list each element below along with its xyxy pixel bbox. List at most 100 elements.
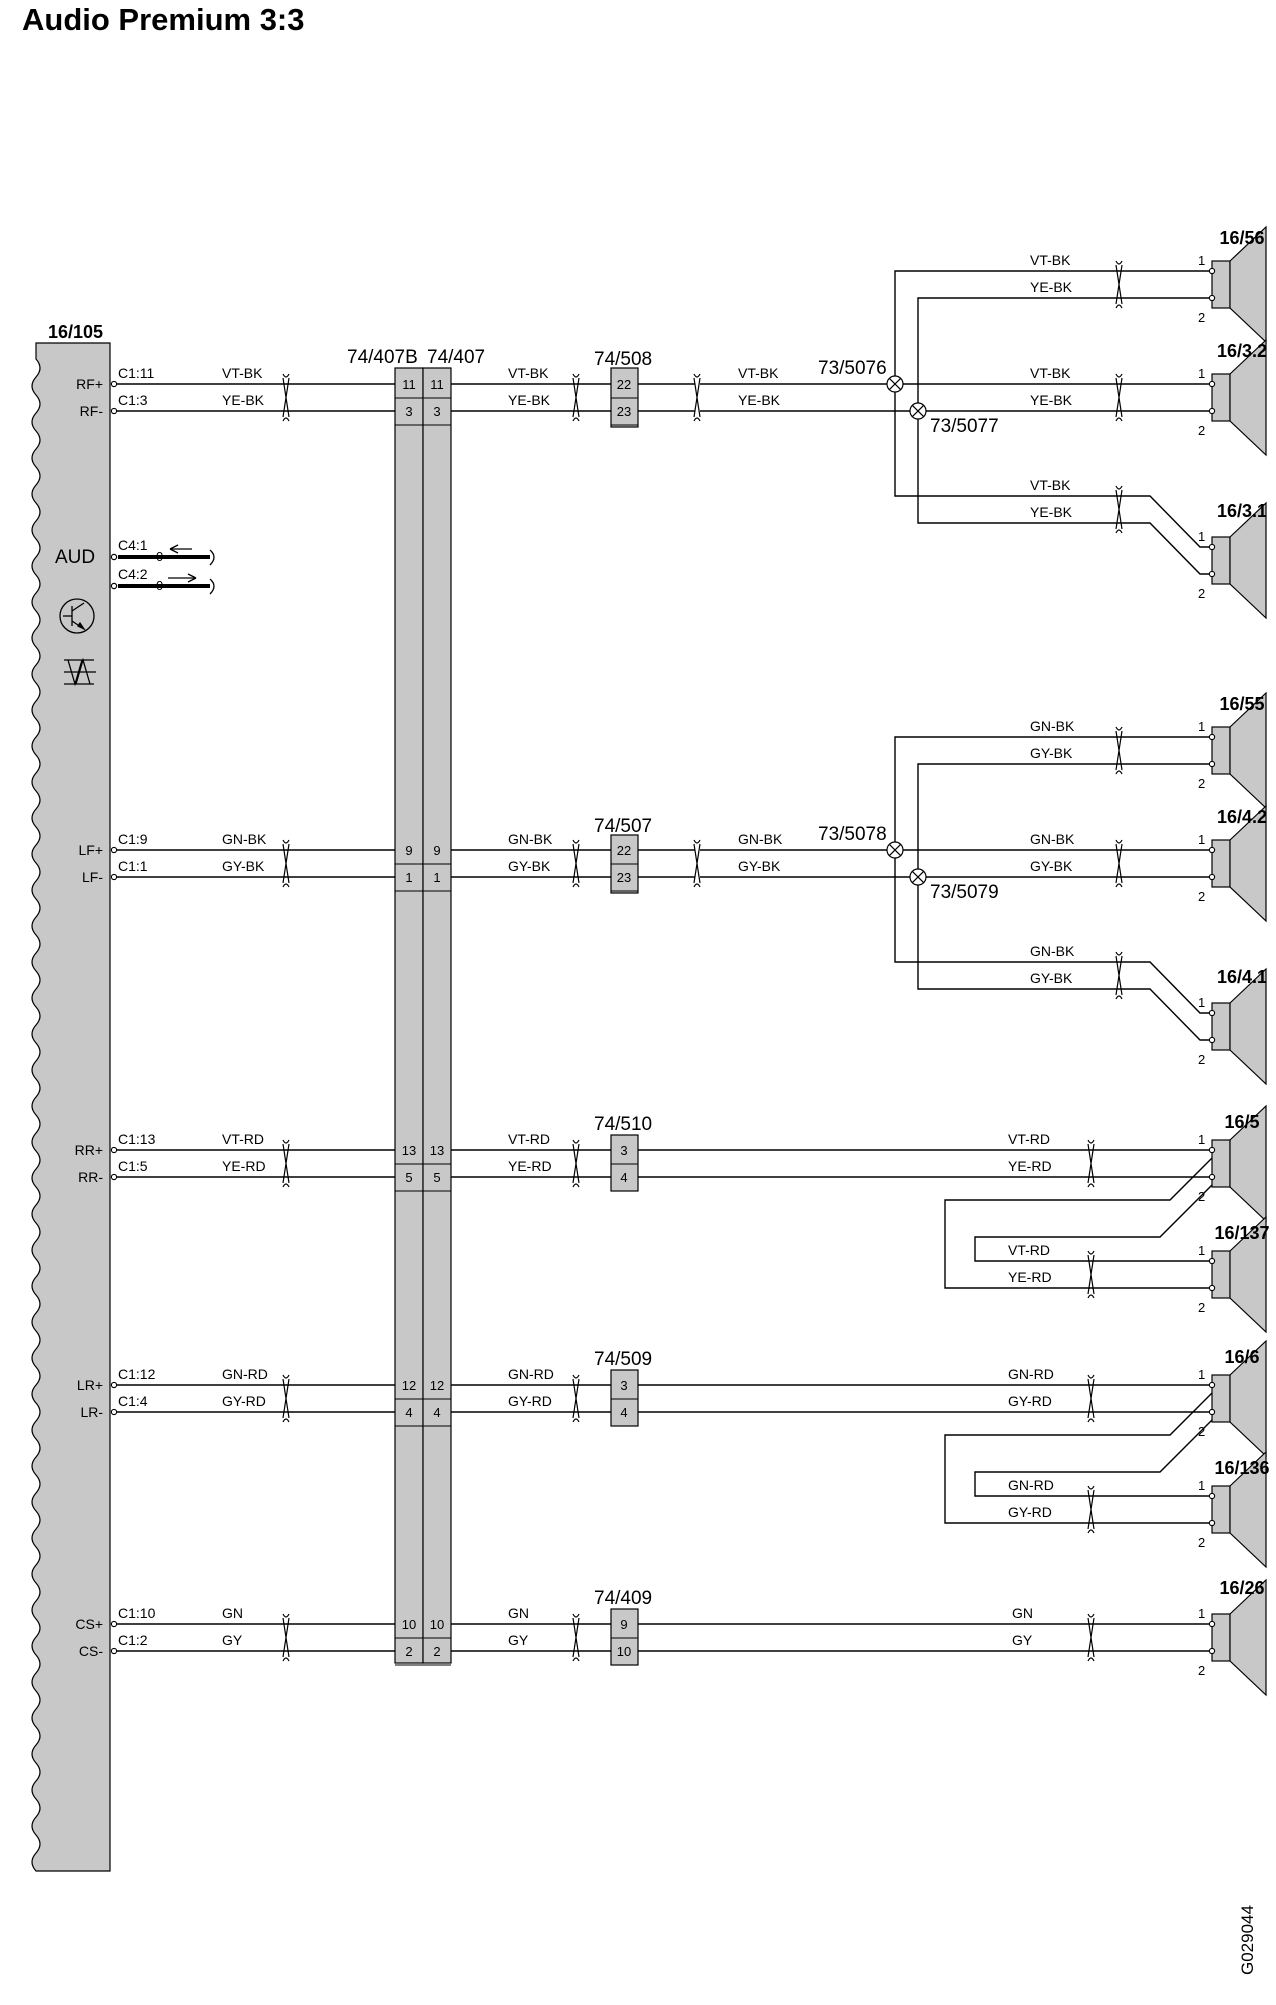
pin-terminal [1208,1036,1216,1044]
module-id-label: 16/105 [48,322,103,342]
pin-terminal [110,1620,118,1628]
c1-pin-label: C1:2 [118,1632,148,1648]
module-pin-label: CS+ [75,1616,103,1632]
pin-terminal [110,380,118,388]
wire [917,885,1212,1041]
pin-terminal [1208,407,1216,415]
c4-1-mark: 0 [156,549,163,564]
speaker-icon [1211,1374,1231,1423]
c1-pin-label: C1:5 [118,1158,148,1174]
module-pin-label: CS- [79,1643,103,1659]
speaker-icon [1229,338,1267,457]
wire-color-label: YE-RD [1008,1269,1052,1285]
c1-pin-label: C1:4 [118,1393,148,1409]
main-pin-label: 3 [405,404,412,419]
wire-color-label: GY [1012,1632,1033,1648]
twisted-pair-icon [572,1613,580,1662]
wire [894,270,1212,376]
wire-color-label: VT-BK [1030,477,1071,493]
speaker-icon [1211,1139,1231,1188]
main-pin-label: 3 [433,404,440,419]
wire-color-label: GN-RD [508,1366,554,1382]
speaker-pin-label: 2 [1198,310,1205,325]
speaker-icon [1211,1250,1231,1299]
speaker-icon [1211,726,1231,775]
connector-74-510 [610,1134,639,1192]
main-pin-label: 5 [405,1170,412,1185]
wire-color-label: GY [508,1632,529,1648]
speaker-pin-label: 1 [1198,1367,1205,1382]
twisted-pair-icon [1115,260,1123,309]
c4-2-label: C4:2 [118,566,148,582]
connector-pin-label: 4 [620,1405,627,1420]
speaker-icon [1211,1485,1231,1534]
pin-terminal [1208,1408,1216,1416]
wire-color-label: VT-RD [1008,1131,1050,1147]
wire-color-label: GN-BK [1030,831,1075,847]
c1-pin-label: C1:1 [118,858,148,874]
wire-color-label: VT-BK [1030,365,1071,381]
main-pin-label: 9 [433,843,440,858]
speaker-pin-label: 1 [1198,995,1205,1010]
speaker-icon [1211,260,1231,309]
speaker-id-label: 16/55 [1219,694,1264,714]
twisted-pair-icon [1115,951,1123,1000]
wire-color-label: GY-BK [508,858,551,874]
module-pin-label: RR- [78,1169,103,1185]
speaker-pin-label: 1 [1198,1132,1205,1147]
wire-color-label: VT-RD [1008,1242,1050,1258]
pin-terminal [110,846,118,854]
wire-color-label: GN-BK [738,831,783,847]
pin-terminal [1208,1519,1216,1527]
wire-color-label: VT-RD [508,1131,550,1147]
main-connector-74-407b [394,367,424,1664]
wire-color-label: GY-BK [1030,970,1073,986]
wire-color-label: GY-RD [1008,1393,1052,1409]
wire-color-label: GY-BK [222,858,265,874]
speaker-icon [1229,1215,1267,1334]
main-pin-label: 11 [402,377,416,392]
main-pin-label: 2 [405,1644,412,1659]
pin-terminal [1208,1257,1216,1265]
speaker-icon [1211,1002,1231,1051]
wire-color-label: GY-BK [1030,858,1073,874]
splice-icon [911,870,925,884]
twisted-pair-icon [1087,1374,1095,1423]
speaker-pin-label: 2 [1198,1189,1205,1204]
speaker-pin-label: 2 [1198,586,1205,601]
speaker-pin-label: 2 [1198,1052,1205,1067]
speaker-icon [1211,373,1231,422]
pin-terminal [1208,760,1216,768]
splice-label: 73/5077 [930,416,999,437]
speaker-id-label: 16/137 [1214,1223,1269,1243]
wire [944,1157,1213,1289]
connector-pin-label: 4 [620,1170,627,1185]
main-pin-label: 11 [430,377,444,392]
pin-terminal [1208,1381,1216,1389]
wire [974,1184,1213,1262]
speaker-id-label: 16/3.2 [1217,341,1267,361]
twisted-pair-icon [693,373,701,422]
module-pin-label: RR+ [75,1142,103,1158]
twisted-pair-icon [1087,1613,1095,1662]
pin-terminal [1208,570,1216,578]
connector-74-508-label: 74/508 [594,349,652,370]
pin-terminal [1208,733,1216,741]
splice-label: 73/5078 [818,824,887,845]
c1-pin-label: C1:3 [118,392,148,408]
main-pin-label: 9 [405,843,412,858]
twisted-pair-icon [1087,1139,1095,1188]
wire-color-label: YE-BK [1030,392,1073,408]
pin-terminal [1208,1009,1216,1017]
pin-terminal [110,1647,118,1655]
wire-color-label: GY [222,1632,243,1648]
figure-code: G029044 [1238,1905,1257,1975]
speaker-id-label: 16/136 [1214,1458,1269,1478]
connector-74-409 [610,1608,639,1666]
twisted-pair-icon [1087,1485,1095,1534]
twisted-pair-icon [572,839,580,888]
pin-terminal [1208,873,1216,881]
twisted-pair-icon [1115,485,1123,534]
splice-label: 73/5079 [930,882,999,903]
speaker-id-label: 16/4.1 [1217,967,1267,987]
